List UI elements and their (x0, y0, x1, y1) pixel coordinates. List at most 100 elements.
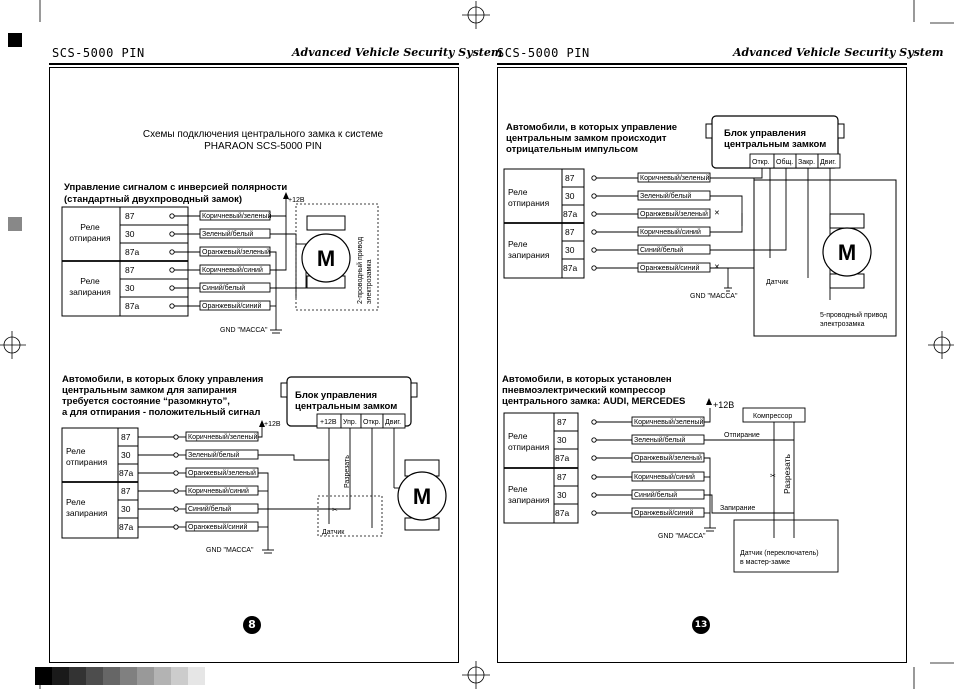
d1-wire-5: Синий/белый (202, 284, 245, 292)
d4-lock-label: Запирание (720, 505, 755, 512)
d3-pin-87a-b: 87a (563, 263, 577, 273)
corner-square-mark (8, 33, 22, 47)
d2-col-open: Откр. (363, 419, 381, 426)
d3-col-common: Общ. (776, 158, 793, 166)
header-rule-right (497, 63, 907, 65)
d1-plus12v: +12В (288, 197, 305, 204)
left-title-line1: Схемы подключения центрального замка к с… (143, 129, 384, 140)
d3-sensor-label: Датчик (766, 279, 789, 286)
d4-wire-6: Оранжевый/синий (634, 509, 693, 517)
gray-square-mark (8, 217, 22, 231)
d1-wire-6: Оранжевый/синий (202, 302, 261, 310)
d2-pin-87-b: 87 (121, 486, 131, 496)
d4-pin-87a-b: 87a (555, 508, 569, 518)
d1-pin-87-b: 87 (125, 265, 135, 275)
d3-wire-5: Синий/белый (640, 246, 683, 254)
d3-relay-lock-1: Реле (508, 239, 528, 249)
header-brand-right: Advanced Vehicle Security System (733, 46, 944, 59)
d3-pin-30-b: 30 (565, 245, 575, 255)
d3-pin-87-a: 87 (565, 173, 575, 183)
d2-col-motor: Двиг. (385, 419, 401, 426)
d2-wire-2: Зеленый/белый (188, 451, 239, 459)
d3-relay-unlock-1: Реле (508, 187, 528, 197)
d1-motor-label: M (317, 246, 335, 271)
d2-sensor-label: Датчик (322, 529, 345, 536)
d4-unlock-label: Отпирание (724, 432, 760, 439)
d4-wire-5: Синий/белый (634, 491, 677, 499)
d2-gnd-label: GND "МАССА" (206, 547, 254, 554)
d2-wire-4: Коричневый/синий (188, 487, 249, 495)
d1-relay-lock-1: Реле (80, 276, 100, 286)
d1-pin-30-a: 30 (125, 229, 135, 239)
reg-mark-bottom (467, 666, 485, 684)
d2-wire-6: Оранжевый/синий (188, 523, 247, 531)
d4-sensor-2: в мастер-замке (740, 559, 790, 566)
d1-pin-87-a: 87 (125, 211, 135, 221)
left-title-line2: PHARAON SCS-5000 PIN (204, 141, 322, 152)
d3-cross-icon-1: ✕ (714, 210, 720, 217)
header-model-right: SCS-5000 PIN (497, 46, 590, 60)
header-brand-left: Advanced Vehicle Security System (292, 46, 503, 59)
color-swatch (188, 667, 205, 685)
diagram-inverse-polarity: Управление сигналом с инверсией полярнос… (61, 182, 379, 334)
d2-pin-87a-a: 87a (119, 468, 133, 478)
reg-mark-top-left (467, 6, 485, 24)
d4-pin-87a-a: 87a (555, 453, 569, 463)
d2-scissors-icon: ✂ (332, 507, 338, 514)
d3-unit-2: центральным замком (724, 139, 826, 150)
d1-wire-4: Коричневый/синий (202, 266, 263, 274)
d4-compressor-label: Компрессор (753, 413, 792, 420)
d3-col-motor: Двиг. (820, 159, 836, 166)
color-swatch (120, 667, 137, 685)
d2-pin-30-b: 30 (121, 504, 131, 514)
d4-cut-label: Разрезать (782, 453, 792, 494)
d4-gnd-label: GND "МАССА" (658, 533, 706, 540)
d3-unit-1: Блок управления (724, 128, 806, 139)
d3-wire-2: Зеленый/белый (640, 192, 691, 200)
left-page: Схемы подключения центрального замка к с… (49, 67, 459, 663)
color-swatch (86, 667, 103, 685)
d3-wire-3: Оранжевый/зеленый (640, 210, 708, 218)
d4-heading3: центрального замка: AUDI, MERCEDES (502, 396, 685, 407)
color-swatch (137, 667, 154, 685)
color-swatch (69, 667, 86, 685)
d3-actuator-2: электрозамка (820, 321, 865, 328)
d1-heading1: Управление сигналом с инверсией полярнос… (64, 182, 287, 193)
d4-pin-87-a: 87 (557, 417, 567, 427)
d4-heading1: Автомобили, в которых установлен (502, 374, 672, 385)
d1-heading2: (стандартный двухпроводный замок) (64, 194, 242, 205)
d2-heading2: центральным замком для запирания (62, 385, 237, 396)
d1-relay-unlock-1: Реле (80, 222, 100, 232)
diagram-pneumatic-compressor: Автомобили, в которых установлен пневмоэ… (502, 374, 839, 573)
d4-wire-4: Коричневый/синий (634, 473, 695, 481)
d2-motor-label: M (413, 484, 431, 509)
d3-heading3: отрицательным импульсом (506, 144, 638, 155)
d2-pin-87a-b: 87a (119, 522, 133, 532)
d1-wire-2: Зеленый/белый (202, 230, 253, 238)
d4-wire-3: Оранжевый/зеленый (634, 454, 702, 462)
d4-wire-2: Зеленый/белый (634, 436, 685, 444)
d3-motor-label: M (838, 240, 856, 265)
color-swatch (35, 667, 52, 685)
d3-actuator-1: 5-проводный привод (820, 311, 887, 319)
d3-wire-4: Коричневый/синий (640, 228, 701, 236)
d1-actuator-1: 2-проводный привод (356, 237, 364, 304)
d4-relay-lock-2: запирания (508, 495, 550, 505)
d3-heading1: Автомобили, в которых управление (506, 122, 677, 133)
d2-unit-2: центральным замком (295, 401, 397, 412)
d1-pin-87a-b: 87a (125, 301, 139, 311)
reg-mark-left (3, 336, 21, 354)
reg-mark-right (933, 336, 951, 354)
header-rule-left (49, 63, 459, 65)
color-swatch (171, 667, 188, 685)
diagram-negative-pulse: Автомобили, в которых управление централ… (503, 115, 897, 337)
d3-gnd-label: GND "МАССА" (690, 293, 738, 300)
left-page-diagrams: Схемы подключения центрального замка к с… (61, 129, 447, 554)
d2-pin-87-a: 87 (121, 432, 131, 442)
d2-wire-1: Коричневый/зеленый (188, 433, 257, 441)
right-page-diagrams: Автомобили, в которых управление централ… (502, 115, 897, 573)
d4-wire-1: Коричневый/зеленый (634, 418, 703, 426)
color-swatch (52, 667, 69, 685)
left-page-number: 8 (243, 616, 261, 634)
d2-pin-30-a: 30 (121, 450, 131, 460)
